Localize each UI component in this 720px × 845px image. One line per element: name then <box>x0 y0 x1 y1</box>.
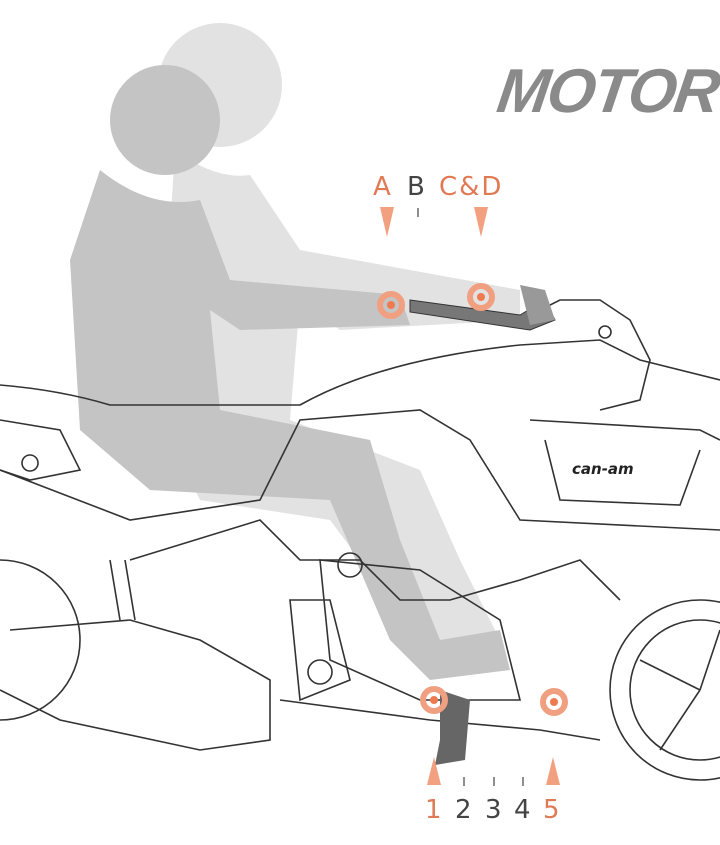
marker-dots <box>387 293 558 706</box>
position-markers <box>377 283 568 716</box>
handlebar <box>409 285 556 331</box>
footpeg-label-4: 4 <box>514 795 533 825</box>
handlebar-label-cd: C&D <box>439 172 504 202</box>
marker-handlebar-cd <box>467 283 495 311</box>
brand-badge: can-am <box>572 460 634 478</box>
motorcycle-logo: MOTORCY <box>493 57 720 126</box>
marker-handlebar-a <box>377 291 405 319</box>
footpeg-bracket <box>435 690 470 765</box>
indicator-arrows <box>380 207 560 785</box>
footpeg-label-1: 1 <box>425 795 444 825</box>
footpeg-label-3: 3 <box>485 795 504 825</box>
marker-footpeg-1 <box>420 686 448 714</box>
footpeg-label-2: 2 <box>455 795 474 825</box>
arrow-cd <box>474 207 488 237</box>
bike-outline <box>0 299 720 781</box>
marker-footpeg-5 <box>540 688 568 716</box>
arrow-1 <box>427 757 441 785</box>
handlebar-label-a: A <box>373 172 393 202</box>
footpeg-label-5: 5 <box>543 795 562 825</box>
tick-marks <box>417 208 524 786</box>
handlebar-label-b: B <box>407 172 427 202</box>
arrow-5 <box>546 757 560 785</box>
arrow-a <box>380 207 394 237</box>
